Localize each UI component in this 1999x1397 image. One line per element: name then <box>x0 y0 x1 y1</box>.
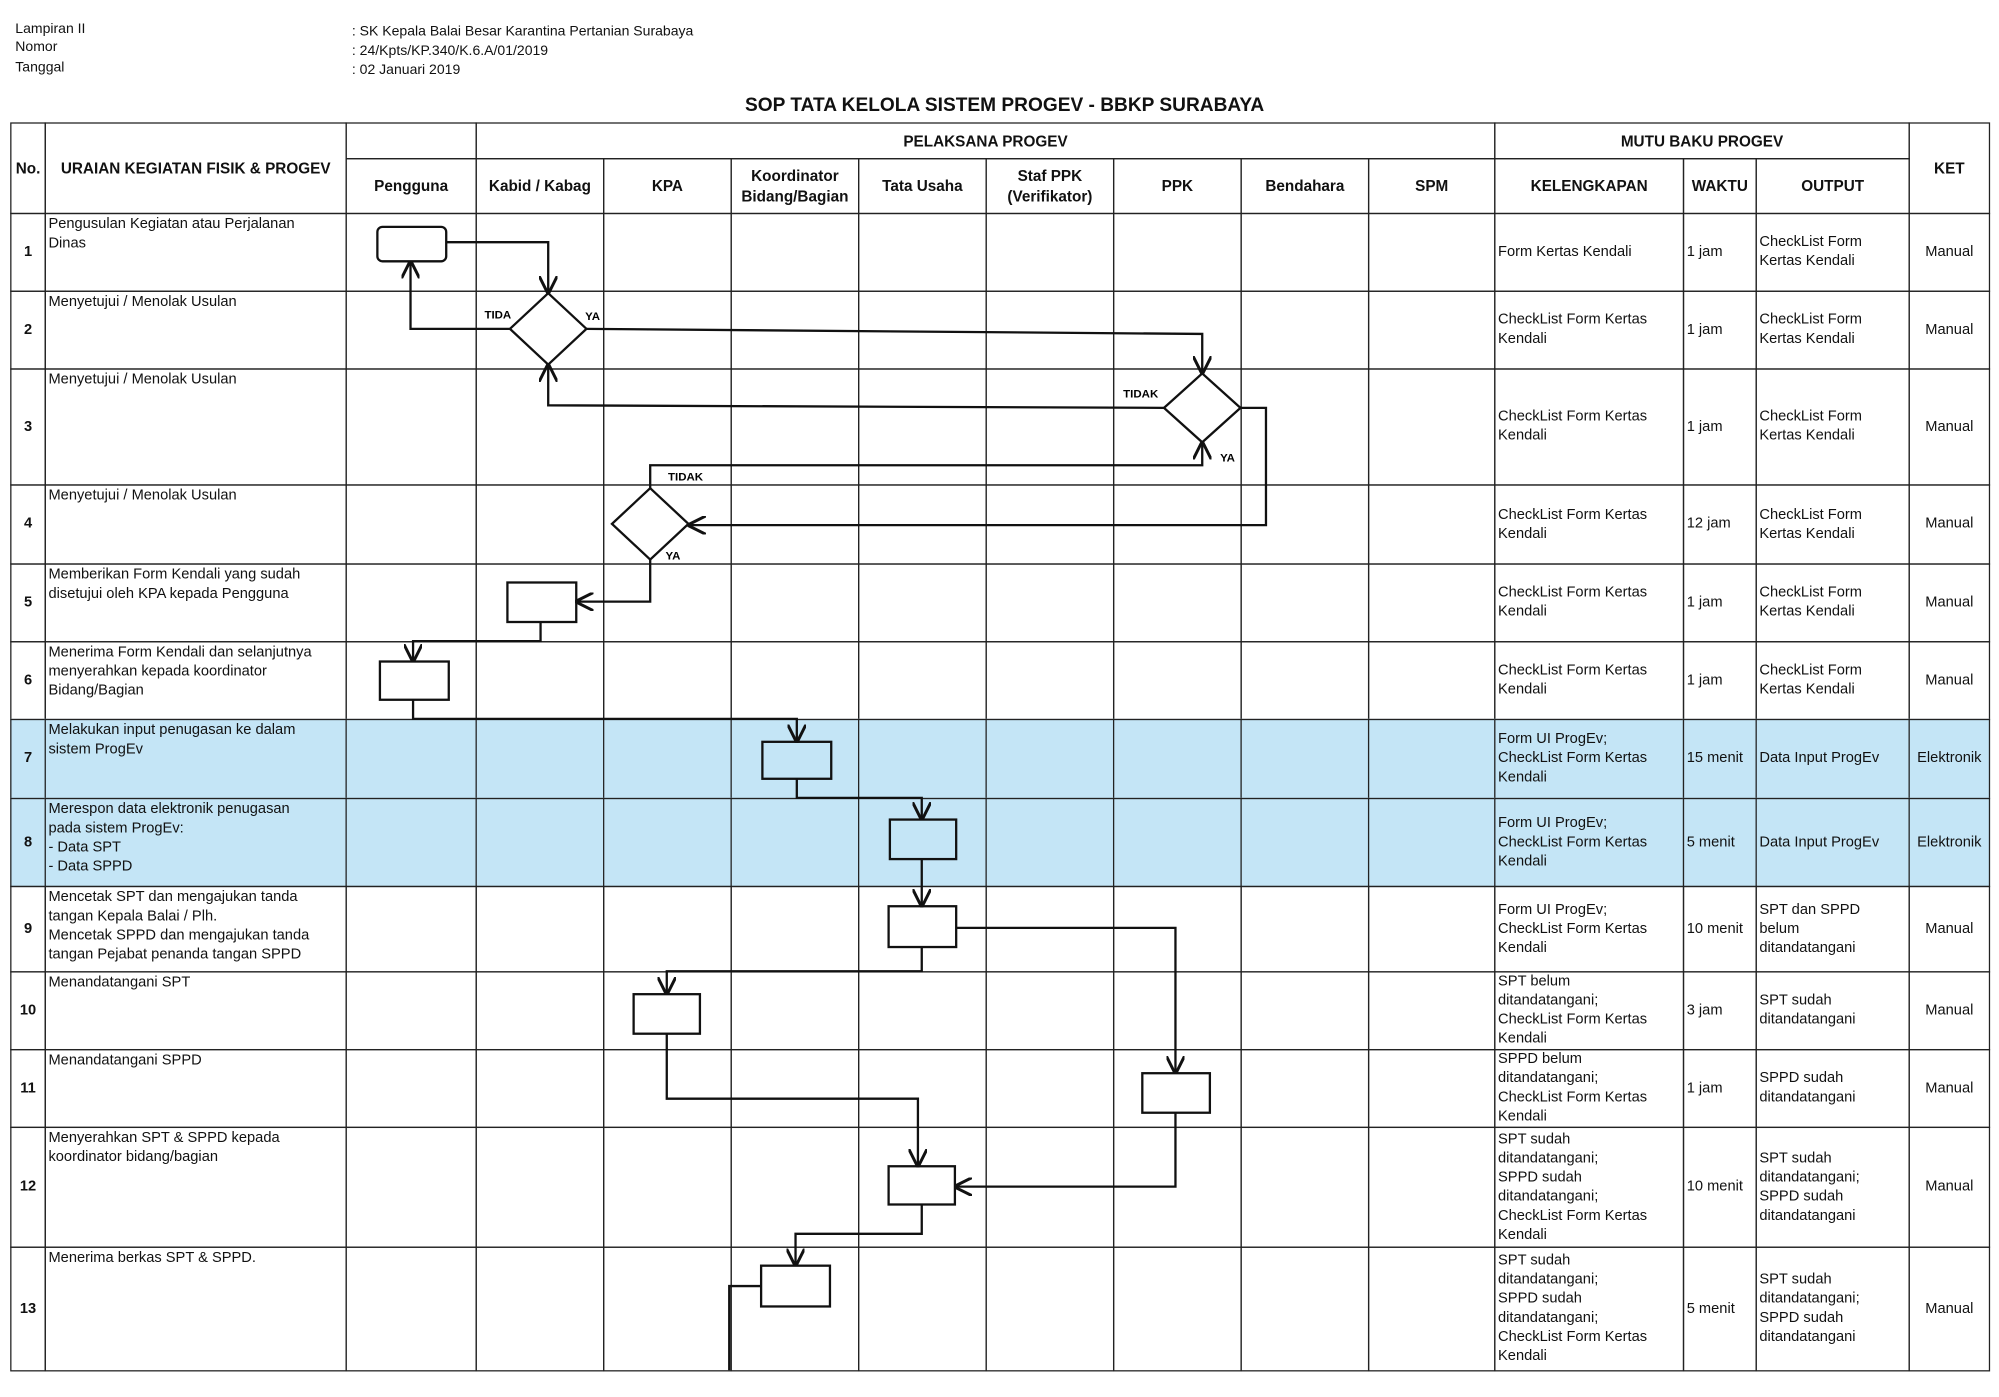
lampiran-label: Lampiran II <box>15 21 86 37</box>
start-process-box <box>376 225 448 263</box>
row-output: SPT sudah ditandatangani; SPPD sudah dit… <box>1755 1246 1910 1372</box>
row-uraian: Menerima berkas SPT & SPPD. <box>44 1246 347 1372</box>
lane-cell <box>603 797 732 888</box>
process-box-kabid <box>506 581 578 624</box>
lane-cell <box>603 718 732 800</box>
row-output: CheckList Form Kertas Kendali <box>1755 641 1910 721</box>
row-uraian: Menyerahkan SPT & SPPD kepada koordinato… <box>44 1126 347 1248</box>
label-ya-kpa: YA <box>665 551 680 563</box>
row-waktu: 5 menit <box>1682 797 1757 888</box>
label-tida: TIDA <box>484 310 511 322</box>
decision-ppk-diamond <box>1162 371 1243 444</box>
tanggal-label: Tanggal <box>15 59 65 76</box>
lane-cell <box>1367 718 1496 800</box>
process-box-kpa-10 <box>632 993 702 1035</box>
row-output: CheckList Form Kertas Kendali <box>1755 290 1910 370</box>
lane-cell <box>1367 797 1496 888</box>
process-box-pengguna <box>378 660 450 701</box>
row-uraian: Merespon data elektronik penugasan pada … <box>44 797 347 888</box>
header-actor: Kabid / Kabag <box>475 158 605 215</box>
row-uraian: Memberikan Form Kendali yang sudah diset… <box>44 563 347 643</box>
row-ket: Manual <box>1908 1246 1991 1372</box>
nomor-label: Nomor <box>15 39 58 55</box>
label-ya-kabid: YA <box>585 311 600 323</box>
process-box-koordinator <box>761 740 833 780</box>
row-uraian: Pengusulan Kegiatan atau Perjalanan Dina… <box>44 212 347 292</box>
process-box-tata-usaha-8 <box>888 818 958 861</box>
flow-connector-end <box>728 1284 762 1371</box>
lane-cell <box>475 718 605 800</box>
lane-cell <box>1112 797 1242 888</box>
process-box-tata-usaha-9 <box>887 905 958 949</box>
lane-cell <box>985 797 1115 888</box>
process-box-tata-usaha-12 <box>887 1165 957 1206</box>
lane-cell <box>1240 797 1370 888</box>
row-kelengkapan: Form UI ProgEv; CheckList Form Kertas Ke… <box>1494 718 1685 800</box>
lampiran-value: : SK Kepala Balai Besar Karantina Pertan… <box>351 24 694 40</box>
row-ket: Elektronik <box>1908 718 1991 800</box>
row-uraian: Melakukan input penugasan ke dalam siste… <box>44 718 347 800</box>
row-uraian: Menerima Form Kendali dan selanjutnya me… <box>44 641 347 721</box>
lane-cell <box>858 718 987 800</box>
row-uraian: Mencetak SPT dan mengajukan tanda tangan… <box>44 885 347 973</box>
nomor-value: : 24/Kpts/KP.340/K.6.A/01/2019 <box>351 43 549 59</box>
label-tidak-ppk: TIDAK <box>1123 389 1159 401</box>
decision-kabid-diamond <box>508 291 589 367</box>
row-kelengkapan: SPT sudah ditandatangani; SPPD sudah dit… <box>1494 1126 1685 1248</box>
process-box-ppk-11 <box>1141 1072 1212 1114</box>
row-uraian: Menandatangani SPPD <box>44 1048 347 1129</box>
lane-cell <box>345 718 477 800</box>
label-tidak-kpa: TIDAK <box>668 472 704 484</box>
row-ket: Elektronik <box>1908 797 1991 888</box>
decision-kpa-diamond <box>610 486 691 562</box>
label-ya-ppk: YA <box>1220 452 1235 464</box>
tanggal-value: : 02 Januari 2019 <box>351 62 461 78</box>
row-number: 8 <box>10 797 46 888</box>
process-box-koordinator-13 <box>759 1264 832 1308</box>
flow-connectors <box>411 241 1268 1264</box>
row-waktu: 15 menit <box>1682 718 1757 800</box>
row-kelengkapan: SPT sudah ditandatangani; SPPD sudah dit… <box>1494 1246 1685 1372</box>
document-title: SOP TATA KELOLA SISTEM PROGEV - BBKP SUR… <box>744 94 1265 116</box>
